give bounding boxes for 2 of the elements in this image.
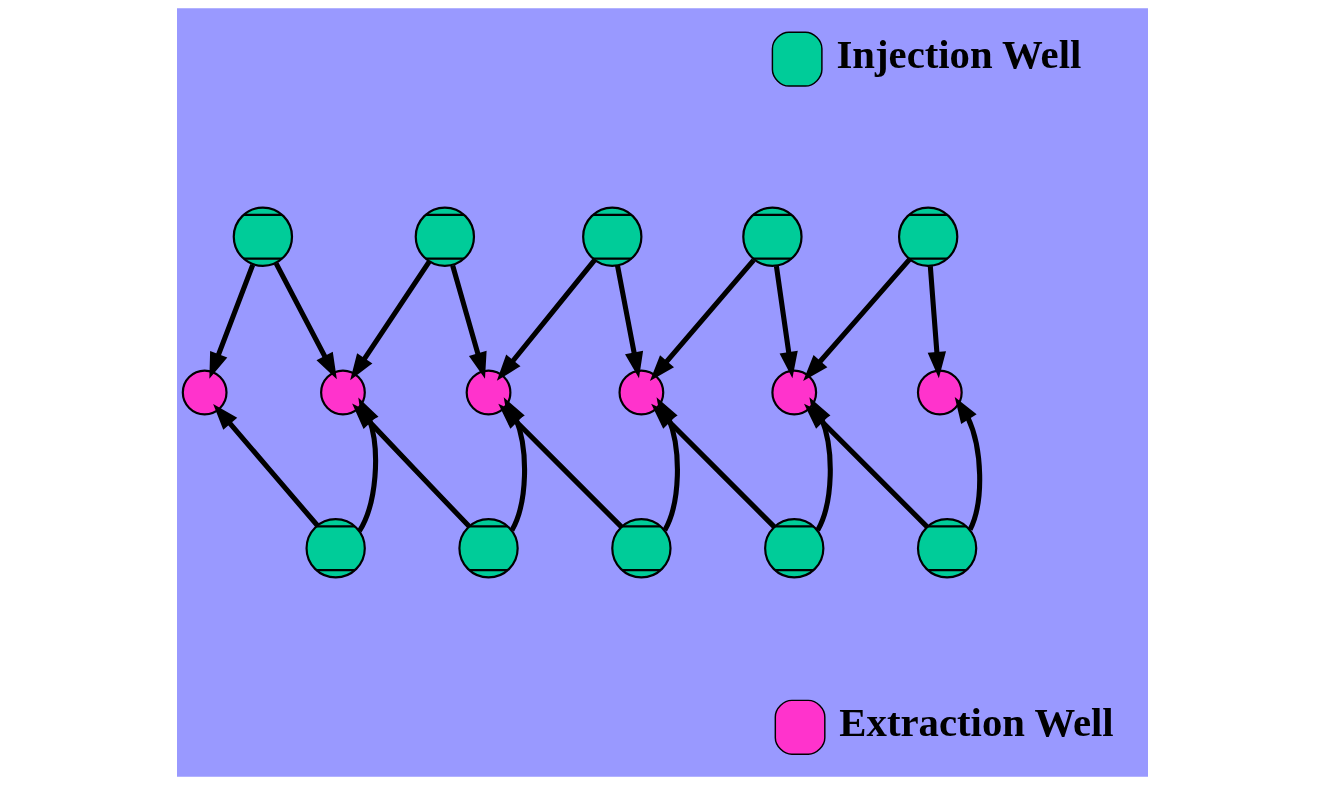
legend-label: Injection Well bbox=[835, 31, 1081, 77]
legend-label: Extraction Well bbox=[838, 699, 1114, 745]
